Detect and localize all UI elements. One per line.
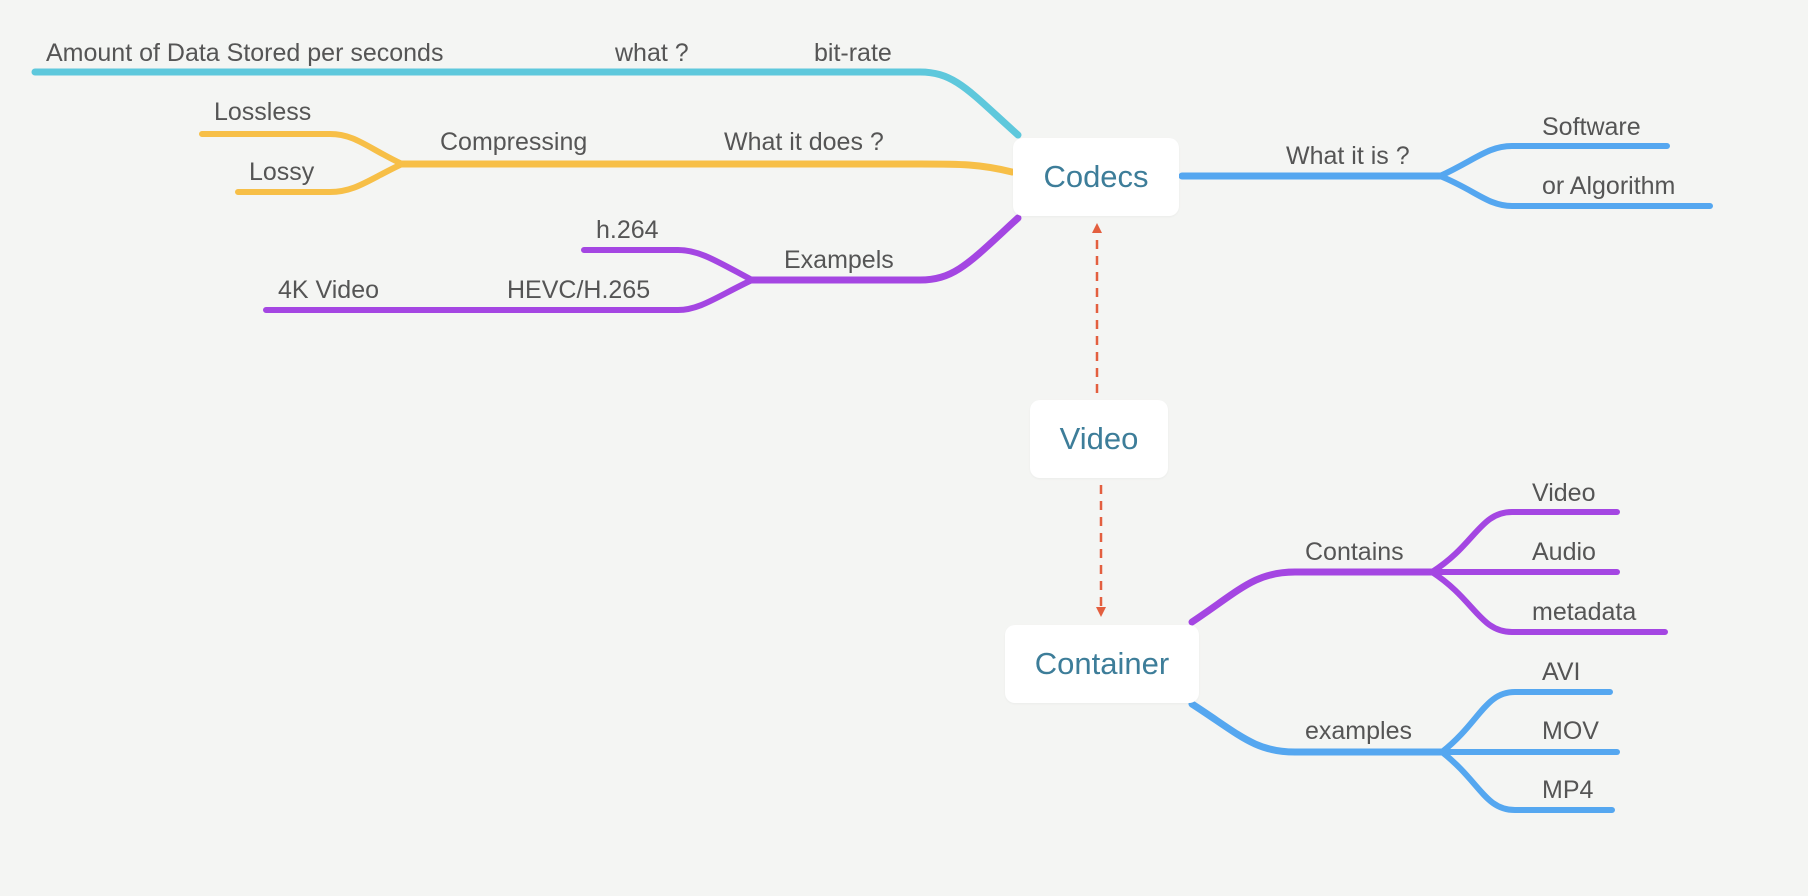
label-lossless[interactable]: Lossless (214, 98, 312, 126)
branch-h264 (581, 247, 755, 283)
node-video[interactable]: Video (1030, 400, 1168, 478)
node-container[interactable]: Container (1005, 625, 1199, 703)
branch-contains-video (1429, 509, 1620, 575)
label-algorithm[interactable]: or Algorithm (1542, 172, 1676, 200)
label-exampels[interactable]: Exampels (784, 246, 894, 274)
label-bitrate[interactable]: bit-rate (814, 39, 892, 67)
branch-bitrate (31, 68, 1022, 139)
branch-exampels (748, 214, 1022, 284)
branch-software (1437, 143, 1670, 179)
label-compressing[interactable]: Compressing (440, 128, 588, 156)
label-contains[interactable]: Contains (1305, 538, 1404, 566)
label-contains-video[interactable]: Video (1532, 479, 1596, 507)
label-what-it-does[interactable]: What it does ? (724, 128, 884, 156)
branch-lossy (235, 161, 405, 195)
label-lossy[interactable]: Lossy (249, 158, 315, 186)
label-hevc[interactable]: HEVC/H.265 (507, 276, 651, 304)
label-what-it-is[interactable]: What it is ? (1286, 142, 1410, 170)
label-what[interactable]: what ? (615, 39, 689, 67)
label-mov[interactable]: MOV (1542, 717, 1599, 745)
branch-avi (1439, 689, 1613, 755)
label-contains-metadata[interactable]: metadata (1532, 598, 1637, 626)
branch-lossless (199, 131, 405, 167)
label-h264[interactable]: h.264 (596, 216, 659, 244)
branch-contains-metadata (1429, 569, 1668, 635)
label-amount[interactable]: Amount of Data Stored per seconds (46, 39, 444, 67)
label-contains-audio[interactable]: Audio (1532, 538, 1596, 566)
branch-mp4 (1439, 749, 1615, 813)
label-software[interactable]: Software (1542, 113, 1641, 141)
label-mp4[interactable]: MP4 (1542, 776, 1594, 804)
node-codecs[interactable]: Codecs (1013, 138, 1179, 216)
label-avi[interactable]: AVI (1542, 658, 1581, 686)
branch-algorithm (1437, 173, 1713, 209)
branch-contains (1188, 568, 1436, 626)
branch-examples (1188, 700, 1446, 756)
branch-hevc (263, 277, 755, 313)
label-examples[interactable]: examples (1305, 717, 1412, 745)
branch-compressing (398, 160, 1016, 176)
label-4k-video[interactable]: 4K Video (278, 276, 380, 304)
